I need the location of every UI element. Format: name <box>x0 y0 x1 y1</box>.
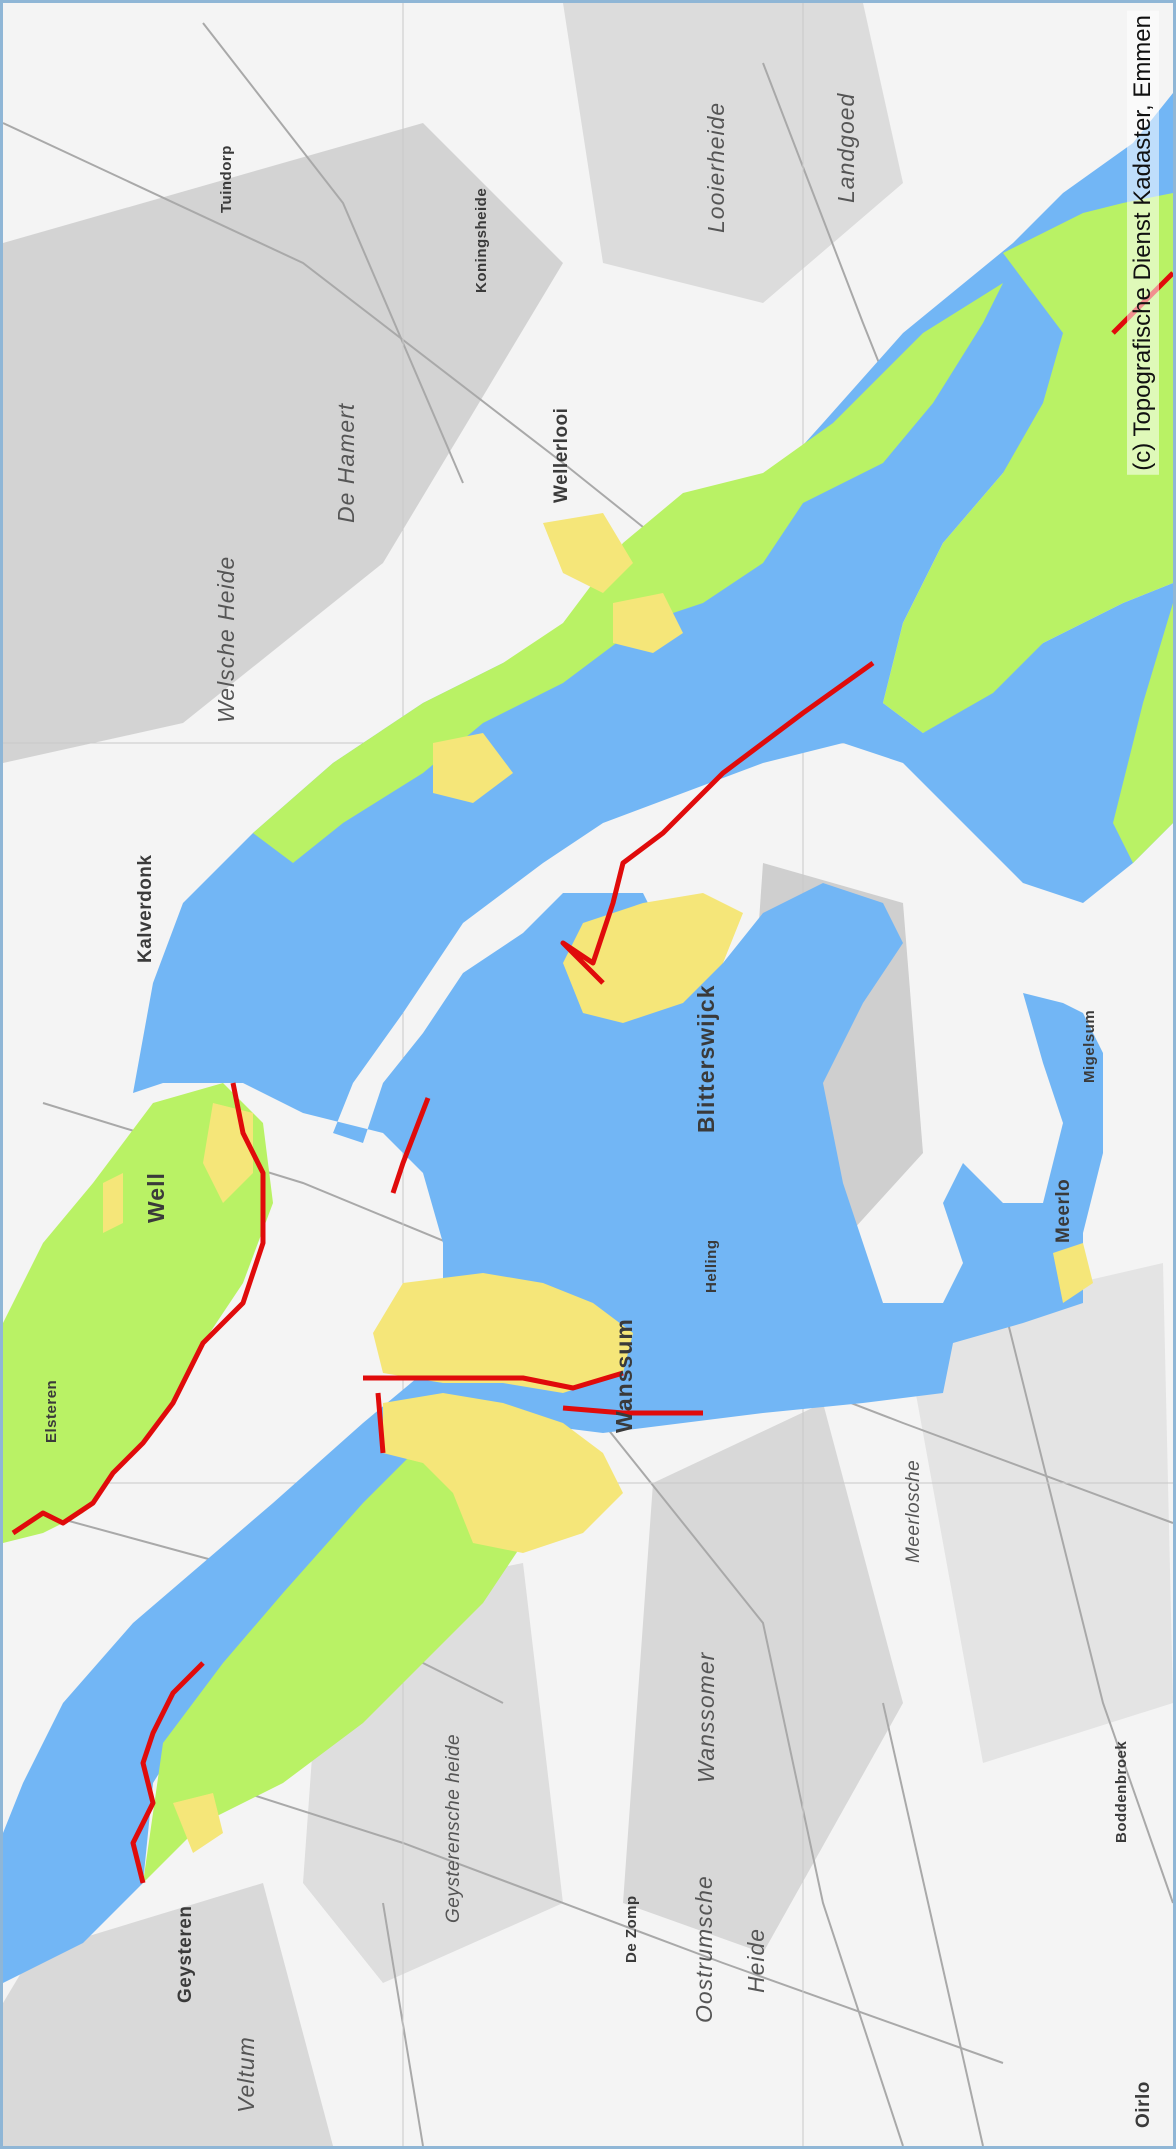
label-de-hamert: De Hamert <box>333 402 359 523</box>
label-looierheide: Looierheide <box>703 101 729 233</box>
label-kalverdonk: Kalverdonk <box>135 854 156 963</box>
yellow-zones[interactable] <box>103 513 1093 1853</box>
label-oostrum: Oostrumsche <box>691 1875 717 2023</box>
label-blitterswijck: Blitterswijck <box>693 984 719 1134</box>
label-heide: Heide <box>743 1927 769 1993</box>
label-geysterensche-heide: Geysterensche heide <box>443 1733 464 1923</box>
label-boddenbroek: Boddenbroek <box>1113 1740 1130 1843</box>
boundary-lines <box>11 271 1173 1884</box>
green-zones[interactable] <box>3 193 1173 1883</box>
label-landgoed: Landgoed <box>833 92 859 203</box>
label-elsteren: Elsteren <box>43 1379 60 1443</box>
label-geysteren: Geysteren <box>175 1905 196 2003</box>
copyright-notice: (c) Topografische Dienst Kadaster, Emmen <box>1127 11 1159 475</box>
label-oirlo: Oirlo <box>1133 2081 1154 2128</box>
flood-zone-map[interactable] <box>3 3 1173 2146</box>
label-welsche-heide: Welsche Heide <box>213 555 239 723</box>
river-water[interactable] <box>3 93 1173 1983</box>
label-meerlo: Meerlo <box>1053 1178 1074 1243</box>
label-de-zomp: De Zomp <box>623 1895 640 1963</box>
label-meerlosche: Meerlosche <box>903 1459 924 1563</box>
label-wanssum: Wanssum <box>611 1318 637 1433</box>
label-well: Well <box>143 1172 169 1223</box>
label-wellerlooi: Wellerlooi <box>551 407 572 503</box>
label-koningsheide: Koningsheide <box>473 187 490 293</box>
label-migelsum: Migelsum <box>1081 1009 1098 1083</box>
label-tuindorp: Tuindorp <box>218 145 235 213</box>
label-helling: Helling <box>703 1239 720 1293</box>
label-wanssomer: Wanssomer <box>693 1651 719 1783</box>
label-veltum: Veltum <box>233 2036 259 2113</box>
